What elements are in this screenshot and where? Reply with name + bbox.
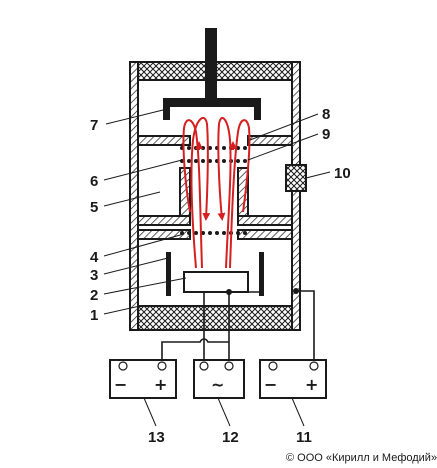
grid-dot-row-1 — [208, 146, 212, 150]
trajectory-1 — [190, 116, 211, 269]
trajectory-4 — [229, 119, 251, 269]
number-labels: 7 8 9 6 5 10 4 3 2 1 13 12 11 — [90, 106, 351, 446]
label-5: 5 — [90, 199, 98, 216]
grid-dot-row-3 — [187, 231, 191, 235]
leader-10 — [305, 171, 331, 179]
supply-13-minus: − — [114, 375, 127, 394]
leader-5 — [103, 191, 161, 207]
trajectory-2 — [182, 119, 203, 269]
terminal-12-right — [224, 361, 234, 371]
cathode — [183, 271, 249, 293]
chamber-right-wall — [291, 61, 301, 331]
label-11: 11 — [296, 429, 312, 446]
terminal-13-minus — [118, 361, 128, 371]
supply-12: ~ — [193, 359, 245, 399]
junction-chamber — [293, 288, 299, 294]
label-9: 9 — [322, 126, 330, 143]
grid-dot-row-3 — [194, 231, 198, 235]
chamber-left-wall — [129, 61, 139, 331]
grid-dot-row-1 — [222, 146, 226, 150]
leader-2 — [103, 277, 187, 295]
leader-4 — [103, 233, 185, 257]
leader-lines — [103, 109, 331, 427]
label-1: 1 — [90, 307, 98, 324]
supply-11-minus: − — [264, 375, 277, 394]
grid-dot-row-2 — [201, 159, 205, 163]
label-8: 8 — [322, 106, 330, 123]
leader-13 — [143, 397, 157, 427]
collector-rod — [205, 28, 217, 104]
grid-dot-row-2 — [243, 159, 247, 163]
supply-13: − + — [109, 359, 177, 399]
collector-lip-right — [254, 98, 261, 120]
grid-dot-row-3 — [215, 231, 219, 235]
grid-dot-row-2 — [194, 159, 198, 163]
label-2: 2 — [90, 287, 98, 304]
side-plate-left — [166, 252, 171, 296]
terminal-13-plus — [157, 361, 167, 371]
supply-11-plus: + — [305, 375, 318, 394]
supply-12-ac: ~ — [211, 375, 224, 394]
collector-lip-left — [163, 98, 170, 120]
leader-9 — [247, 133, 319, 161]
terminal-11-minus — [268, 361, 278, 371]
trajectory-3 — [217, 116, 232, 269]
label-7: 7 — [90, 117, 98, 134]
label-13: 13 — [148, 429, 165, 446]
upper-plate-left — [137, 135, 191, 146]
wire-cathode-plate — [229, 291, 262, 296]
label-4: 4 — [90, 249, 99, 266]
emitter-assembly — [166, 252, 264, 296]
leader-7 — [105, 109, 164, 125]
grid-dot-row-2 — [222, 159, 226, 163]
bottom-insulator — [137, 305, 293, 331]
upper-plate-right — [247, 135, 293, 146]
grid-dot-row-1 — [187, 146, 191, 150]
copyright: © ООО «Кирилл и Мефодий» — [286, 452, 437, 464]
wire-chamber-dc-right — [296, 290, 315, 360]
grid-dot-row-3 — [222, 231, 226, 235]
terminal-11-plus — [309, 361, 319, 371]
wire-dc-left — [161, 338, 229, 360]
grid-dot-row-3 — [201, 231, 205, 235]
grid-dot-row-3 — [243, 231, 247, 235]
label-10: 10 — [334, 165, 351, 182]
supply-13-plus: + — [154, 375, 167, 394]
leader-3 — [103, 257, 169, 275]
middle-block-right-shelf — [237, 215, 293, 226]
terminal-12-left — [199, 361, 209, 371]
leader-12 — [217, 397, 231, 427]
label-12: 12 — [222, 429, 239, 446]
grid-dot-row-2 — [236, 159, 240, 163]
particle-trajectories — [182, 116, 251, 269]
wiring — [161, 288, 315, 360]
collector-electrode — [163, 28, 261, 120]
leader-1 — [103, 305, 141, 315]
wall-insulator-10 — [285, 164, 307, 192]
supply-11: − + — [259, 359, 327, 399]
middle-block-left-shelf — [137, 215, 191, 226]
label-3: 3 — [90, 267, 98, 284]
leader-8 — [249, 113, 319, 141]
grid-dot-row-1 — [201, 146, 205, 150]
grid-dot-row-1 — [243, 146, 247, 150]
side-plate-right — [259, 252, 264, 296]
grid-dot-row-3 — [208, 231, 212, 235]
collector-plate — [163, 98, 261, 107]
leader-6 — [103, 159, 183, 181]
label-6: 6 — [90, 173, 98, 190]
grid-dot-row-2 — [187, 159, 191, 163]
leader-11 — [291, 397, 305, 427]
grid-dot-row-3 — [236, 231, 240, 235]
